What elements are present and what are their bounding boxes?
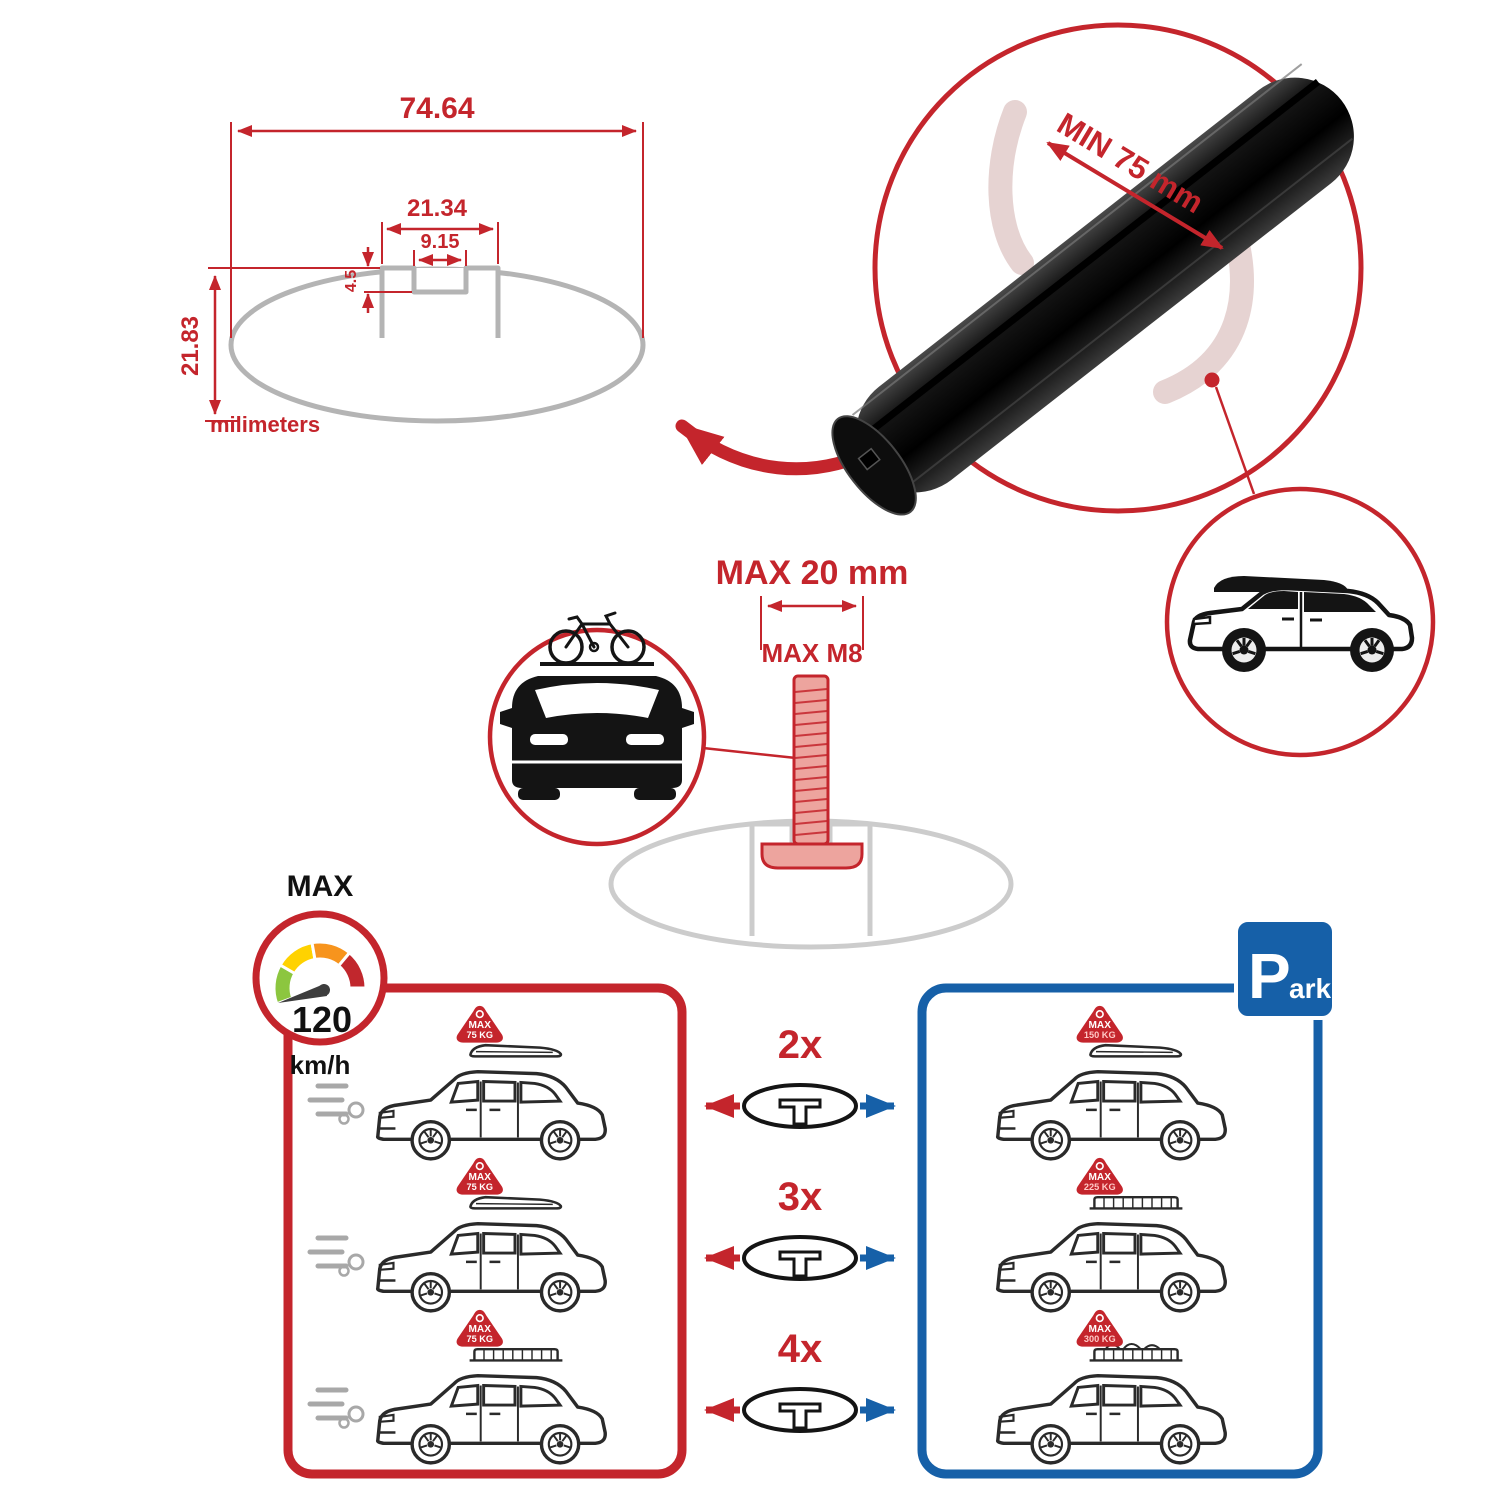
- bar-count-rows: 2x 3x 4x: [704, 1023, 896, 1433]
- detail-leader: [1214, 386, 1256, 495]
- bar-count-label: 2x: [778, 1023, 823, 1067]
- t-slot-icon: [778, 1402, 822, 1430]
- speedometer-icon: [272, 940, 368, 1006]
- t-slot-icon: [778, 1250, 822, 1278]
- load-tag: MAX 75 KG: [456, 1157, 503, 1195]
- bike-car-badge: [487, 611, 707, 847]
- detail-dot: [1204, 372, 1220, 388]
- driving-car-row: MAX 75 KG: [310, 1005, 605, 1159]
- svg-text:MAX: MAX: [469, 1020, 492, 1031]
- gauge-pivot: [318, 984, 330, 996]
- dim-total-width: [230, 122, 644, 338]
- bolt-diagram: MAX 20 mm MAX M8: [608, 554, 1014, 950]
- parking-rest: ark: [1289, 973, 1331, 1004]
- svg-text:MAX: MAX: [469, 1324, 492, 1335]
- svg-text:MAX: MAX: [1089, 1172, 1112, 1183]
- svg-text:225 KG: 225 KG: [1084, 1182, 1116, 1192]
- crossbar-render: [831, 63, 1354, 516]
- driving-panel: MAX 75 KG MAX 75 KG MAX: [283, 983, 687, 1479]
- driving-car-row: MAX 75 KG: [310, 1157, 605, 1311]
- gauge-circle: [252, 910, 388, 1046]
- load-tag: MAX 225 KG: [1076, 1157, 1123, 1195]
- units-label: milimeters: [210, 412, 320, 437]
- bar-closeup: MIN 75 mm: [831, 22, 1364, 516]
- parking-letter: P: [1248, 940, 1291, 1012]
- svg-text:75 KG: 75 KG: [466, 1182, 493, 1192]
- speed-limit-gauge: MAX 120 km/h: [252, 870, 388, 1080]
- load-tag: MAX 150 KG: [1076, 1005, 1123, 1043]
- bicycle-icon: [548, 611, 646, 665]
- dim-slot-width: [413, 250, 467, 266]
- suv-illustration: [1187, 576, 1415, 674]
- bolt-width-dimension: [760, 596, 864, 650]
- parked-car-row: MAX 300 KG: [998, 1309, 1226, 1463]
- bolt-leader: [702, 746, 797, 760]
- load-tag: MAX 300 KG: [1076, 1309, 1123, 1347]
- bolt-thread-label: MAX M8: [761, 638, 862, 668]
- parked-panel: MAX 150 KG MAX 225 KG: [917, 983, 1323, 1479]
- dim-total-height-label: 21.83: [177, 316, 204, 376]
- parking-icon: [1234, 918, 1336, 1020]
- load-tag: MAX 75 KG: [456, 1309, 503, 1347]
- speed-max-label: MAX: [287, 870, 354, 903]
- bar-count-label: 3x: [778, 1175, 823, 1219]
- svg-text:75 KG: 75 KG: [466, 1030, 493, 1040]
- svg-text:MAX: MAX: [469, 1172, 492, 1183]
- speed-unit: km/h: [290, 1050, 351, 1080]
- dim-total-width-label: 74.64: [399, 92, 474, 125]
- driving-car-row: MAX 75 KG: [310, 1309, 605, 1463]
- bar-count-row: 2x: [704, 1023, 896, 1129]
- svg-text:MAX: MAX: [1089, 1020, 1112, 1031]
- t-bolt: [760, 674, 864, 870]
- bar-count-row: 4x: [704, 1327, 896, 1433]
- dim-total-height: [205, 267, 378, 422]
- bolt-max-width-label: MAX 20 mm: [716, 554, 909, 592]
- car-front-illustration: [500, 676, 694, 800]
- bar-count-row: 3x: [704, 1175, 896, 1281]
- bar-count-label: 4x: [778, 1327, 823, 1371]
- min-clearance-arrow: [1046, 141, 1224, 250]
- svg-text:MAX: MAX: [1089, 1324, 1112, 1335]
- speed-value: 120: [292, 999, 352, 1040]
- svg-text:75 KG: 75 KG: [466, 1334, 493, 1344]
- dim-slot-width-label: 9.15: [421, 231, 460, 253]
- gauge-needle: [278, 984, 327, 1003]
- parked-car-row: MAX 150 KG: [998, 1005, 1226, 1159]
- load-tag: MAX 75 KG: [456, 1005, 503, 1043]
- cross-section-diagram: 74.64 21.34 9.15 4.5 21.83 milimeters: [177, 92, 646, 437]
- t-slot-icon: [778, 1098, 822, 1126]
- ghost-rail-left: [988, 100, 1034, 275]
- svg-text:300 KG: 300 KG: [1084, 1334, 1116, 1344]
- roofbox-suv-badge: [1164, 486, 1436, 758]
- parking-sign: P ark: [1234, 918, 1336, 1020]
- parked-car-row: MAX 225 KG: [998, 1157, 1226, 1311]
- dim-channel-width-label: 21.34: [407, 195, 468, 222]
- t-slot-profile: [379, 265, 501, 338]
- dim-channel-width: [381, 222, 499, 264]
- svg-text:150 KG: 150 KG: [1084, 1030, 1116, 1040]
- dim-slot-depth-label: 4.5: [343, 270, 360, 292]
